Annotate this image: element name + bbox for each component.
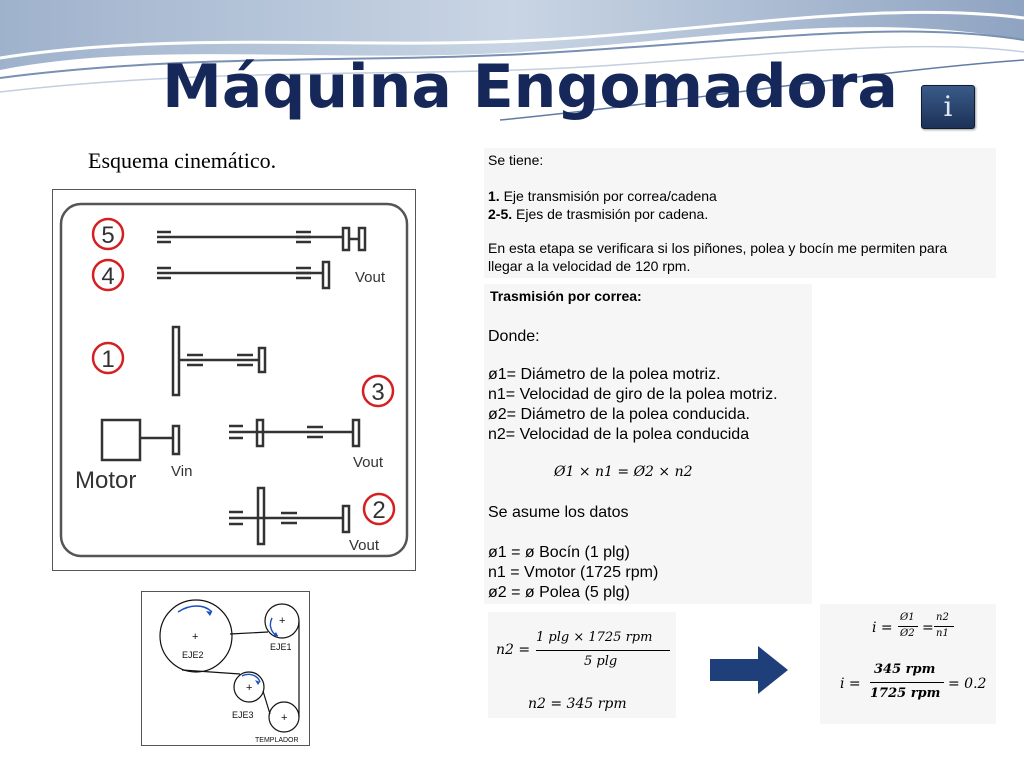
definition-2: n1= Velocidad de giro de la polea motriz… <box>488 386 778 403</box>
shaft-number-5: 5 <box>101 222 114 249</box>
paragraph-line-1: En esta etapa se verificara si los piñon… <box>488 240 948 256</box>
se-tiene-lead: Se tiene: <box>488 152 544 168</box>
shaft-number-1: 1 <box>101 346 114 373</box>
list-item-2-text: Ejes de trasmisión por cadena. <box>512 206 709 222</box>
donde-label: Donde: <box>488 328 540 345</box>
ratio-f3-num: 345 rpm <box>874 662 936 677</box>
ratio-f2-num: n2 <box>936 612 949 623</box>
calculation-ratio: i = Ø1 Ø2 = n2 n1 i = 345 rpm 1725 rpm =… <box>820 604 996 724</box>
ratio-f1-num: Ø1 <box>900 612 915 623</box>
belt-formula: Ø1 × n1 = Ø2 × n2 <box>554 464 693 480</box>
n2-numerator: 1 plg × 1725 rpm <box>536 630 653 645</box>
datum-2: n1 = Vmotor (1725 rpm) <box>488 564 659 581</box>
kinematic-schematic-drawing: 5 4 1 3 2 Motor Vin Vout Vout Vout <box>59 202 409 558</box>
header-wave-decoration <box>0 0 1024 121</box>
slide-title: Máquina Engomadora <box>162 52 898 122</box>
eje3-label: EJE3 <box>232 710 254 720</box>
list-item-2: 2-5. Ejes de trasmisión por cadena. <box>488 206 708 222</box>
n2-denominator: 5 plg <box>584 654 618 669</box>
vout-label-shaft-3: Vout <box>353 454 384 471</box>
definition-4: n2= Velocidad de la polea conducida <box>488 426 750 443</box>
definition-3: ø2= Diámetro de la polea conducida. <box>488 406 750 423</box>
correa-heading: Trasmisión por correa: <box>490 288 642 304</box>
ratio-f1-bar <box>898 626 918 627</box>
n2-lhs: n2 = <box>496 642 531 658</box>
vin-label: Vin <box>171 463 192 480</box>
ratio-f1-den: Ø2 <box>900 628 915 639</box>
list-item-1-number: 1. <box>488 188 500 204</box>
eje1-center: + <box>279 615 285 627</box>
info-button[interactable]: i <box>921 85 975 129</box>
shaft-number-2: 2 <box>372 497 385 524</box>
shaft-number-4: 4 <box>101 263 114 290</box>
templador-label: TEMPLADOR <box>255 737 299 744</box>
motor-label: Motor <box>75 467 136 494</box>
datum-1: ø1 = ø Bocín (1 plg) <box>488 544 630 561</box>
kinematic-schematic: 5 4 1 3 2 Motor Vin Vout Vout Vout <box>52 189 416 571</box>
definition-1: ø1= Diámetro de la polea motriz. <box>488 366 721 383</box>
eje2-label: EJE2 <box>182 650 204 660</box>
belt-diagram: + + + + EJE2 EJE1 EJE3 TEMPLADOR <box>141 591 310 746</box>
calculation-n2: n2 = 1 plg × 1725 rpm 5 plg n2 = 345 rpm <box>488 612 676 718</box>
ratio-i-label: i = <box>872 620 893 636</box>
n2-fraction-bar <box>536 650 670 651</box>
text-panel-correa: Trasmisión por correa: Donde: ø1= Diámet… <box>484 284 812 604</box>
info-icon: i <box>943 90 953 123</box>
ratio-equals: = <box>922 620 934 636</box>
ratio-i-label-2: i = <box>840 676 861 692</box>
right-arrow-icon <box>710 646 788 694</box>
ratio-f3-den: 1725 rpm <box>870 686 941 701</box>
list-item-1-text: Eje transmisión por correa/cadena <box>499 188 717 204</box>
vout-label-shaft-2: Vout <box>349 537 380 554</box>
eje1-label: EJE1 <box>270 642 292 652</box>
ratio-f3-bar <box>870 682 944 683</box>
asume-label: Se asume los datos <box>488 504 629 521</box>
eje3-center: + <box>246 682 252 694</box>
shaft-number-3: 3 <box>371 379 384 406</box>
subtitle: Esquema cinemático. <box>88 148 277 173</box>
list-item-1: 1. Eje transmisión por correa/cadena <box>488 188 717 204</box>
ratio-f2-den: n1 <box>936 628 949 639</box>
belt-diagram-drawing: + + + + EJE2 EJE1 EJE3 TEMPLADOR <box>159 599 300 744</box>
eje2-center: + <box>192 631 198 643</box>
templador-center: + <box>281 712 287 724</box>
ratio-f2-bar <box>934 626 954 627</box>
paragraph-line-2: llegar a la velocidad de 120 rpm. <box>488 258 691 274</box>
list-item-2-number: 2-5. <box>488 206 513 222</box>
datum-3: ø2 = ø Polea (5 plg) <box>488 584 630 601</box>
ratio-result: = 0.2 <box>948 676 987 692</box>
vout-label-shaft-4: Vout <box>355 269 386 286</box>
n2-result: n2 = 345 rpm <box>528 696 627 712</box>
text-panel-se-tiene: Se tiene: 1. Eje transmisión por correa/… <box>484 148 996 278</box>
